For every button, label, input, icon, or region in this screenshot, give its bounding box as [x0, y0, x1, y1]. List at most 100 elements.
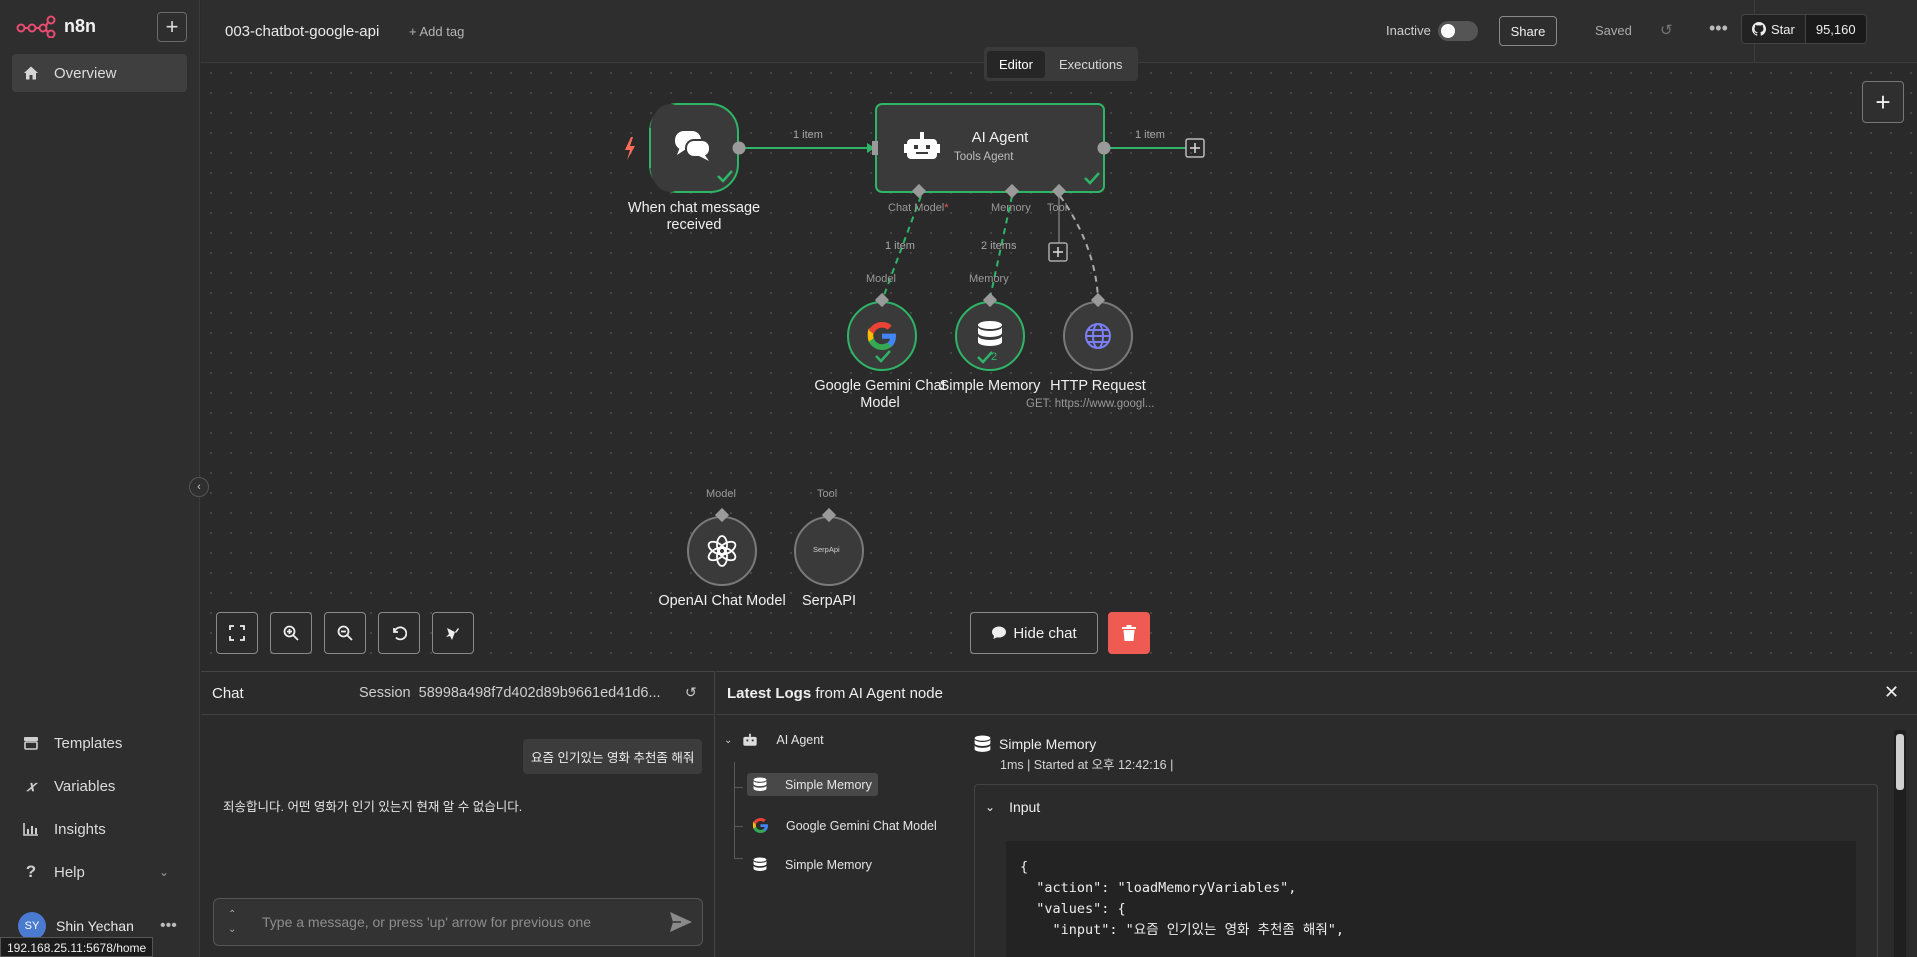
zoom-out-icon — [337, 625, 353, 641]
log-tree-item-simple-memory[interactable]: Simple Memory — [747, 773, 878, 796]
undo-icon — [393, 626, 407, 641]
workflow-canvas[interactable] — [201, 63, 1917, 671]
connection-label: 2 items — [981, 240, 1017, 252]
chevron-left-icon: ‹ — [197, 481, 201, 493]
tab-editor[interactable]: Editor — [987, 50, 1045, 78]
github-star[interactable]: Star — [1742, 15, 1805, 43]
history-icon[interactable]: ↺ — [1660, 22, 1673, 39]
tree-line — [734, 787, 743, 788]
zoom-out-button[interactable] — [324, 612, 366, 654]
serpapi-logo-icon: SerpApi — [813, 545, 840, 554]
github-icon — [1752, 22, 1766, 36]
chevron-up-icon[interactable]: ⌃ — [228, 909, 237, 920]
connection-label: 1 item — [885, 240, 915, 252]
send-icon[interactable] — [669, 911, 693, 933]
history-arrows[interactable]: ⌃ ⌄ — [228, 907, 236, 937]
connection-label: 1 item — [1135, 129, 1165, 141]
hide-chat-button[interactable]: Hide chat — [970, 612, 1098, 654]
log-detail-title: Simple Memory — [974, 735, 1096, 753]
active-toggle[interactable] — [1438, 21, 1478, 41]
sidebar-item-label: Variables — [54, 777, 116, 795]
tool-handle-label: Tool — [1047, 202, 1068, 214]
add-tag-button[interactable]: + Add tag — [409, 24, 465, 39]
database-icon — [753, 857, 767, 871]
share-button[interactable]: Share — [1499, 16, 1557, 46]
sidebar-item-help[interactable]: ? Help ⌄ — [12, 853, 187, 891]
chat-bubble-icon — [992, 626, 1007, 639]
hide-chat-label: Hide chat — [1013, 624, 1077, 642]
tidy-up-button[interactable] — [432, 612, 474, 654]
chat-panel: Chat Session 58998a498f7d402d89b9661ed41… — [201, 671, 715, 957]
logo-text: n8n — [64, 15, 97, 36]
close-icon[interactable]: ✕ — [1884, 682, 1900, 702]
zoom-in-button[interactable] — [270, 612, 312, 654]
active-status-label: Inactive — [1386, 23, 1431, 38]
chat-model-handle-label: Chat Model* — [888, 202, 949, 214]
log-tree-label: Simple Memory — [785, 777, 872, 792]
status-url: 192.168.25.11:5678/home — [0, 937, 154, 957]
workflow-name[interactable]: 003-chatbot-google-api — [225, 23, 380, 40]
logs-scrollbar[interactable] — [1894, 730, 1906, 957]
openai-node-label: OpenAI Chat Model — [658, 593, 786, 609]
home-icon — [22, 64, 40, 82]
logs-title: Latest Logs from AI Agent node — [727, 685, 943, 702]
memory-run-count: 2 — [991, 351, 998, 363]
sidebar-item-insights[interactable]: Insights — [12, 810, 187, 848]
trigger-node-label: When chat message received — [627, 200, 761, 233]
log-tree-item-simple-memory-2[interactable]: Simple Memory — [753, 857, 872, 872]
reset-zoom-button[interactable] — [378, 612, 420, 654]
gemini-input-label: Model — [866, 273, 896, 285]
tab-executions[interactable]: Executions — [1058, 56, 1123, 72]
gemini-node-label: Google Gemini Chat Model — [814, 378, 946, 411]
session-id: Session 58998a498f7d402d89b9661ed41d6... — [359, 685, 661, 701]
user-menu[interactable]: SY Shin Yechan — [18, 912, 134, 940]
chevron-down-icon[interactable]: ⌄ — [724, 734, 733, 746]
zoom-in-icon — [283, 625, 299, 641]
memory-input-label: Memory — [969, 273, 1009, 285]
serpapi-node-label: SerpAPI — [802, 593, 856, 609]
sidebar-item-label: Insights — [54, 820, 106, 838]
avatar: SY — [18, 912, 46, 940]
logo[interactable]: n8n — [16, 14, 96, 38]
fit-view-icon — [229, 625, 245, 641]
http-node-label: HTTP Request — [1050, 378, 1146, 394]
connection-label: 1 item — [793, 129, 823, 141]
more-options-icon[interactable]: ••• — [1709, 18, 1728, 38]
saved-status: Saved — [1595, 23, 1632, 38]
database-icon — [753, 777, 767, 791]
sidebar: n8n + Overview Templates 𝑥 Variables Ins… — [0, 0, 200, 957]
sidebar-item-variables[interactable]: 𝑥 Variables — [12, 767, 187, 805]
user-message: 요즘 인기있는 영화 추천좀 해줘 — [523, 739, 703, 774]
input-section-title: Input — [1009, 799, 1041, 815]
chat-panel-title: Chat — [212, 685, 244, 702]
chat-input-placeholder[interactable]: Type a message, or press 'up' arrow for … — [262, 914, 592, 930]
chevron-down-icon[interactable]: ⌄ — [228, 924, 237, 935]
collapse-sidebar-button[interactable]: ‹ — [189, 477, 209, 497]
tree-line — [734, 826, 743, 827]
github-star-count: 95,160 — [1804, 15, 1866, 43]
json-viewer: { "action": "loadMemoryVariables", "valu… — [1006, 841, 1856, 957]
tree-line — [734, 762, 735, 858]
open-nodes-panel-button[interactable]: + — [1862, 81, 1904, 123]
divider — [201, 714, 715, 715]
chat-input[interactable]: ⌃ ⌄ Type a message, or press 'up' arrow … — [213, 898, 703, 946]
broom-icon — [446, 628, 459, 640]
create-button[interactable]: + — [157, 12, 187, 42]
log-tree-item-ai-agent[interactable]: ⌄ AI Agent — [724, 733, 824, 747]
variable-icon: 𝑥 — [26, 777, 36, 795]
sidebar-item-overview[interactable]: Overview — [12, 54, 187, 92]
more-icon[interactable]: ••• — [160, 917, 177, 934]
sidebar-item-label: Overview — [54, 64, 117, 82]
trash-icon — [1122, 625, 1136, 641]
refresh-session-icon[interactable]: ↺ — [685, 684, 697, 700]
database-icon — [974, 735, 991, 752]
robot-icon — [743, 733, 758, 746]
github-star-button[interactable]: Star 95,160 — [1741, 14, 1867, 44]
clear-execution-button[interactable] — [1108, 612, 1150, 654]
sidebar-item-templates[interactable]: Templates — [12, 724, 187, 762]
input-section-header[interactable]: ⌄ Input — [985, 799, 1040, 815]
chevron-down-icon[interactable]: ⌄ — [985, 800, 996, 814]
zoom-to-fit-button[interactable] — [216, 612, 258, 654]
log-tree-item-gemini[interactable]: Google Gemini Chat Model — [753, 818, 937, 833]
bot-message: 죄송합니다. 어떤 영화가 인기 있는지 현재 알 수 없습니다. — [223, 800, 523, 814]
